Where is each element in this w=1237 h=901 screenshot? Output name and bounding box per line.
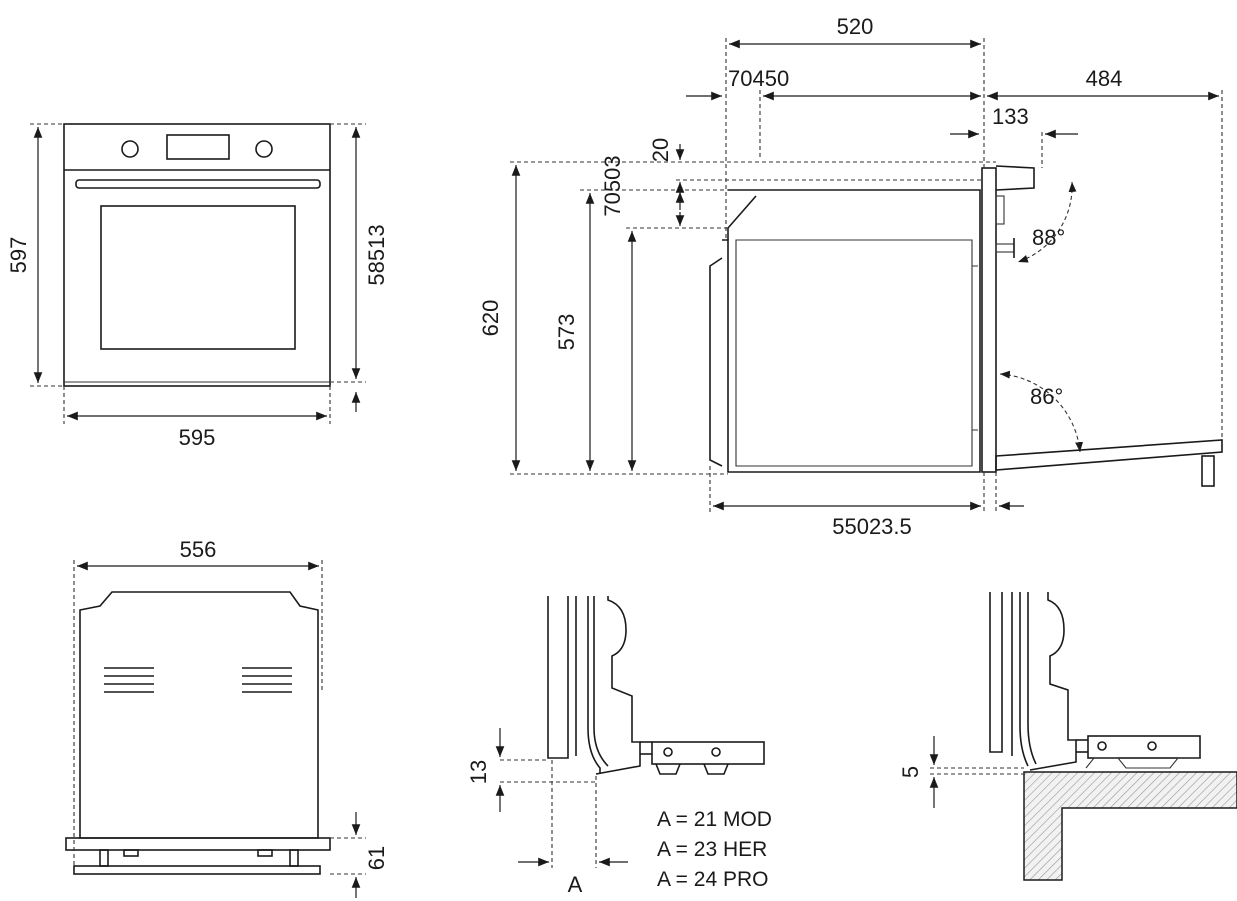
- bottom-angle-arc: [999, 370, 1084, 453]
- note-mod: A = 21 MOD: [657, 808, 772, 831]
- oven-body-outline: [722, 189, 981, 473]
- hinge-pin-left-icon: [663, 747, 673, 757]
- base-plate: [65, 837, 331, 851]
- detail-a-gap-label: 13: [466, 760, 491, 784]
- oven-front-outline: [63, 123, 331, 387]
- depth-bottom-label: 55023.5: [832, 514, 912, 539]
- note-her: A = 23 HER: [657, 838, 767, 861]
- door-handle-open: [1201, 455, 1215, 487]
- detail-b-panel: [989, 592, 1003, 753]
- display-panel: [166, 134, 230, 160]
- detail-a-marker: A: [568, 872, 583, 897]
- detail-b-body: [1029, 592, 1077, 771]
- left-vent: [104, 667, 154, 693]
- right-knob-icon: [255, 140, 273, 158]
- foot-label: 61: [364, 846, 389, 870]
- open-door: [995, 439, 1223, 471]
- inner-height-dimension-label: 58513: [364, 224, 389, 285]
- top-angle-arc: [1017, 181, 1077, 263]
- detail-a: 13 A A = 21 MOD A = 23 HER A = 24 PRO: [466, 596, 772, 897]
- total-height-label: 620: [478, 300, 503, 337]
- step-a-label: 70503: [600, 155, 625, 216]
- rear-bump: [709, 257, 723, 467]
- door-front: [981, 167, 997, 473]
- detail-a-panel: [547, 596, 569, 759]
- note-pro: A = 24 PRO: [657, 868, 768, 891]
- depth-top-label: 520: [837, 14, 874, 39]
- side-view: 88° 86° 520 70450 484 133 20: [478, 14, 1223, 539]
- handle-label: 133: [992, 104, 1029, 129]
- body-height-label: 573: [554, 314, 579, 351]
- door-open-label: 484: [1086, 66, 1123, 91]
- detail-b-hinge: [1087, 735, 1201, 759]
- front-plate: [73, 865, 321, 875]
- cabinet-worktop: [1023, 771, 1237, 881]
- width-dimension-label: 595: [179, 425, 216, 450]
- height-dimension-label: 597: [6, 237, 31, 274]
- detail-a-hinge: [651, 741, 765, 765]
- hinge-b-pin-left-icon: [1097, 741, 1107, 751]
- hinge-pin-right-icon: [711, 747, 721, 757]
- bottom-angle-label: 86°: [1030, 384, 1063, 409]
- right-vent: [242, 667, 292, 693]
- back-width-label: 556: [180, 537, 217, 562]
- door-window: [100, 205, 296, 350]
- top-angle-label: 88°: [1032, 225, 1065, 250]
- left-knob-icon: [121, 140, 139, 158]
- top-gap-label: 20: [648, 138, 673, 162]
- detail-b: 5: [898, 592, 1237, 881]
- oven-back-outline: [79, 591, 319, 839]
- control-knob-side: [995, 165, 1035, 191]
- back-view: 556 61: [65, 537, 389, 898]
- hinge-b-pin-right-icon: [1147, 741, 1157, 751]
- detail-a-body: [595, 596, 641, 775]
- handle-side: [995, 243, 1015, 253]
- front-view: 597 58513 595: [6, 123, 389, 450]
- detail-b-gap-label: 5: [898, 766, 923, 778]
- depth-offset-label: 70450: [728, 66, 789, 91]
- door-handle: [75, 179, 321, 189]
